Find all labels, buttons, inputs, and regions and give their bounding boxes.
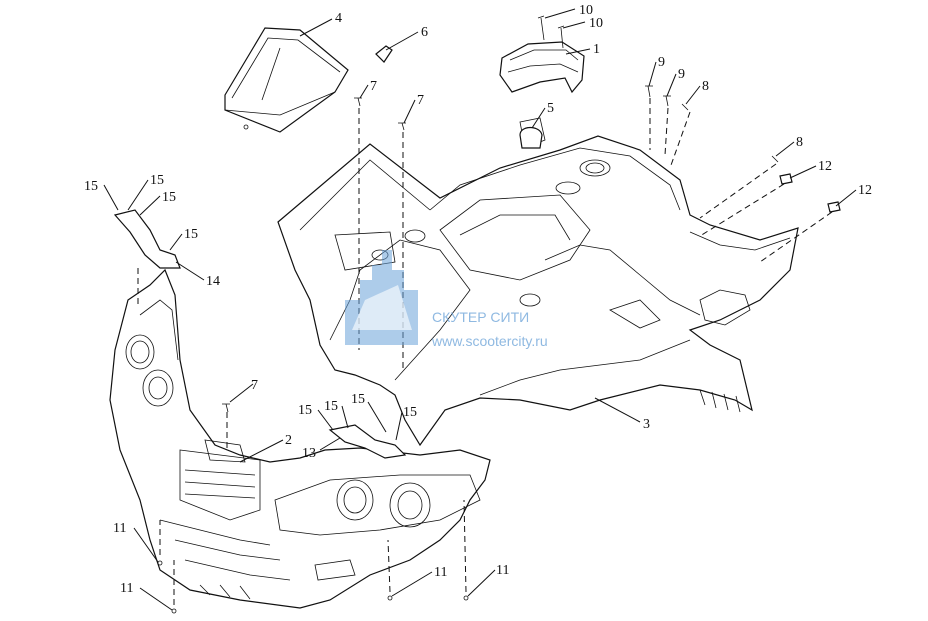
callout-2: 2	[285, 433, 292, 448]
callout-15: 15	[324, 399, 338, 414]
callout-15: 15	[84, 179, 98, 194]
callout-15: 15	[184, 227, 198, 242]
callout-14: 14	[206, 274, 220, 289]
callout-15: 15	[162, 190, 176, 205]
callout-15: 15	[403, 405, 417, 420]
leader-lines	[103, 8, 857, 611]
part-14-bracket	[113, 209, 181, 269]
callout-4: 4	[335, 11, 342, 26]
callout-11: 11	[496, 563, 509, 578]
callout-15: 15	[351, 392, 365, 407]
watermark-logo: СКУТЕР СИТИ www.scootercity.ru	[345, 250, 548, 349]
part-5-cap	[519, 126, 543, 149]
part-13-bracket	[328, 424, 407, 459]
watermark-title: СКУТЕР СИТИ	[432, 309, 529, 325]
callout-5: 5	[547, 101, 554, 116]
callout-13: 13	[302, 446, 316, 461]
callout-7: 7	[370, 79, 377, 94]
callout-10: 10	[589, 16, 603, 31]
part-1-dash-cover	[499, 41, 585, 94]
callout-7: 7	[251, 378, 258, 393]
callout-7: 7	[417, 93, 424, 108]
callout-8: 8	[702, 79, 709, 94]
callout-15: 15	[150, 173, 164, 188]
part-4-cover	[224, 27, 349, 133]
callout-11: 11	[434, 565, 447, 580]
callout-10: 10	[579, 3, 593, 18]
callout-12: 12	[818, 159, 832, 174]
callout-9: 9	[658, 55, 665, 70]
part-3-rear-body	[277, 117, 799, 447]
callout-8: 8	[796, 135, 803, 150]
watermark-url: www.scootercity.ru	[431, 333, 548, 349]
callout-11: 11	[120, 581, 133, 596]
callout-labels: 10 10 1 4 6 7 7 5 9 9 8 8 12 12 15 15 15…	[84, 3, 872, 596]
callout-11: 11	[113, 521, 126, 536]
callout-3: 3	[643, 417, 650, 432]
part-6-clip	[375, 45, 393, 63]
part-2-front-body	[109, 268, 491, 609]
callout-15: 15	[298, 403, 312, 418]
callout-6: 6	[421, 25, 428, 40]
callout-1: 1	[593, 42, 600, 57]
fasteners	[157, 15, 841, 614]
callout-9: 9	[678, 67, 685, 82]
callout-12: 12	[858, 183, 872, 198]
